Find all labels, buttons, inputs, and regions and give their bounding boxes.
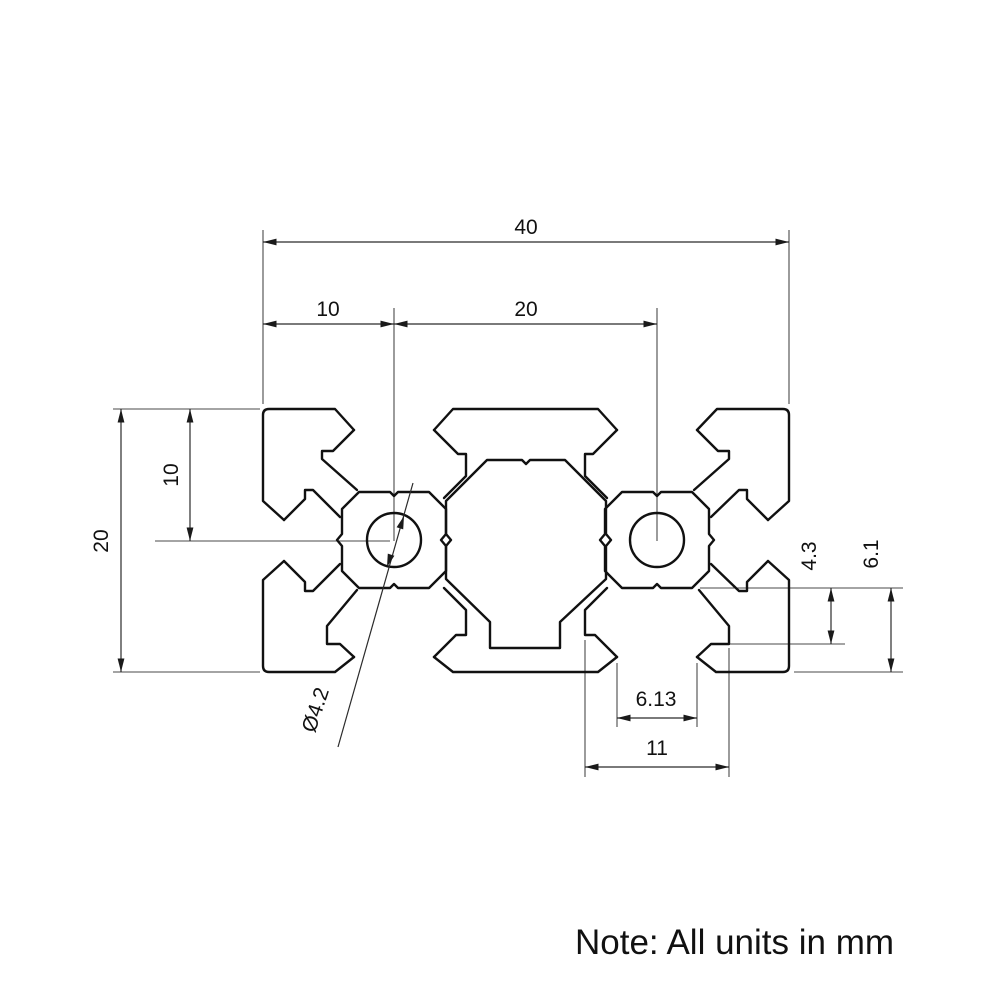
label-vertical-offset: 10 [160, 463, 183, 486]
label-overall-height: 20 [90, 529, 113, 552]
left-slot-upper-wall [282, 488, 342, 522]
corner-bottom-left [261, 559, 356, 674]
units-note: Note: All units in mm [575, 923, 894, 962]
top-slot2-left-wall [583, 428, 619, 500]
top-slot1-left-wall [320, 428, 359, 492]
bottom-slot1-left-wall [325, 588, 359, 659]
bottom-slot2-right-wall [695, 588, 731, 659]
dimension-labels: 40 10 20 20 10 4.3 6.1 6.13 11 Ø4.2 [90, 216, 883, 760]
label-overall-width: 40 [514, 216, 537, 239]
top-slot2-right-wall [692, 428, 731, 492]
hole-right [628, 511, 686, 569]
corner-bottom-right [695, 559, 791, 674]
label-lip-depth: 4.3 [798, 541, 821, 570]
center-chamber [439, 458, 613, 650]
dimension-lines [117, 238, 895, 771]
profile-outline [261, 407, 791, 674]
bottom-slot2-left-wall [583, 586, 619, 659]
label-hole-diameter: Ø4.2 [298, 685, 334, 735]
label-left-offset: 10 [316, 298, 339, 321]
hub-right [598, 490, 716, 590]
bottom-slot1-right-wall [432, 586, 468, 659]
corner-top-right [695, 407, 791, 522]
extension-lines [113, 230, 903, 777]
label-slot-inner: 11 [646, 737, 668, 760]
corner-top-left [261, 407, 356, 522]
label-slot-opening: 6.13 [636, 688, 677, 711]
left-slot-lower-wall [282, 559, 342, 593]
tab-bottom-center [432, 655, 619, 674]
hole-left [365, 511, 423, 569]
leader-arrow-lower [387, 553, 395, 567]
right-slot-lower-wall [709, 559, 770, 593]
tab-top-center [432, 407, 619, 432]
label-slot-depth: 6.1 [860, 539, 883, 568]
label-hole-spacing: 20 [514, 298, 537, 321]
top-slot1-right-wall [432, 428, 468, 500]
right-slot-upper-wall [709, 488, 770, 522]
leader-arrow-upper [396, 516, 404, 530]
hub-left [335, 490, 453, 590]
